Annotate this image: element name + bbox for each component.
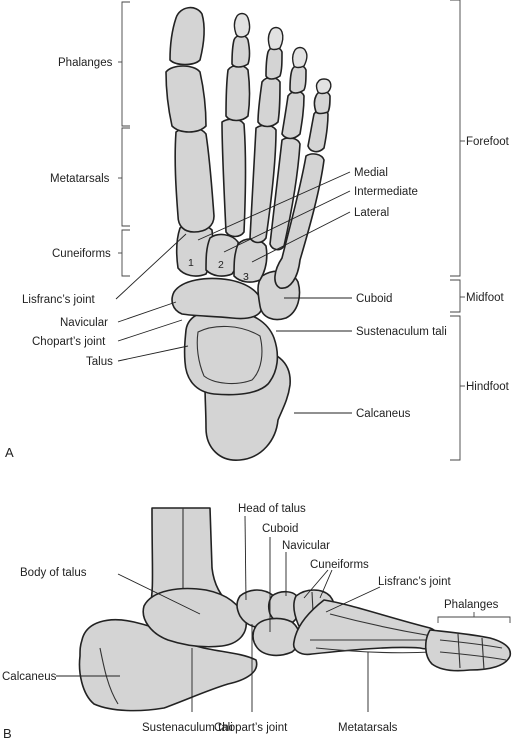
label-talus: Talus [86, 356, 113, 368]
label-head-of-talus: Head of talus [238, 503, 306, 515]
label-calcaneus-b: Calcaneus [2, 671, 57, 683]
leader-talus-a [117, 345, 189, 362]
label-metatarsals-b: Metatarsals [338, 722, 398, 734]
label-cuneiforms-b: Cuneiforms [310, 559, 369, 571]
label-metatarsals: Metatarsals [50, 173, 110, 185]
label-forefoot: Forefoot [466, 136, 510, 148]
middle-phalanx-2-bone [231, 34, 251, 68]
middle-phalanx-3-bone [265, 46, 283, 80]
distal-phalanx-4-bone [291, 46, 308, 69]
proximal-phalanx-4-bone [281, 90, 305, 140]
panel-label-b: B [3, 726, 12, 741]
navicular-bone [171, 277, 263, 320]
panel-a-dorsal-foot: 1 2 3 Phalanges Metatarsals Cuneiforms L… [5, 0, 510, 461]
leader-lisfranc-a [115, 233, 187, 300]
label-lisfranc-joint: Lisfranc’s joint [22, 294, 95, 306]
proximal-phalanx-3-bone [257, 76, 281, 128]
leader-navicular-a [117, 301, 177, 323]
lateral-cuneiform-bone [233, 238, 268, 283]
leader-lateral [251, 211, 351, 263]
label-midfoot: Midfoot [466, 292, 505, 304]
metatarsal-1-bone [174, 126, 215, 233]
label-cuneiforms: Cuneiforms [52, 248, 111, 260]
label-cuboid: Cuboid [356, 293, 392, 305]
leader-chopart-a [117, 319, 183, 342]
talus-bone [183, 308, 279, 396]
proximal-phalanx-5-bone [307, 108, 329, 153]
cuboid-lateral-bone [252, 617, 301, 657]
proximal-phalanx-1-bone [165, 65, 207, 133]
midfoot-bracket [450, 279, 461, 313]
label-chopart-joint-b: Chopart’s joint [214, 722, 288, 734]
label-sustenaculum-tali: Sustenaculum tali [356, 326, 447, 338]
leader-head-of-talus [244, 515, 247, 601]
metatarsal-5-bone [274, 153, 325, 289]
panel-label-a: A [5, 445, 14, 460]
proximal-phalanx-2-bone [225, 64, 251, 122]
label-lateral: Lateral [354, 207, 389, 219]
label-cuboid-b: Cuboid [262, 523, 298, 535]
label-lisfranc-joint-b: Lisfranc’s joint [378, 576, 451, 588]
distal-phalanx-3-bone [267, 26, 284, 51]
cuneiform-number-2: 2 [218, 259, 224, 271]
panel-b-lateral-foot: Head of talus Cuboid Navicular Cuneiform… [2, 503, 512, 741]
phalanges-lateral-bone [424, 629, 512, 672]
label-navicular-b: Navicular [282, 540, 330, 552]
label-sustenaculum-tali-b: Sustenaculum tali [142, 722, 233, 734]
middle-phalanx-5-bone [313, 90, 331, 115]
forefoot-bracket [450, 0, 461, 277]
distal-phalanx-2-bone [233, 12, 251, 38]
label-medial: Medial [354, 167, 388, 179]
label-calcaneus: Calcaneus [356, 408, 411, 420]
calcaneus-detail-line [99, 647, 119, 705]
leader-body-of-talus [117, 573, 201, 615]
phalanges-bracket [121, 1, 130, 127]
leader-cuneiforms-b1 [303, 569, 329, 599]
distal-phalanx-5-bone [315, 78, 332, 95]
leader-lisfranc-b [325, 586, 381, 613]
metatarsal-3-bone [249, 124, 277, 244]
distal-phalanx-1-bone [169, 6, 205, 66]
label-phalanges: Phalanges [58, 57, 113, 69]
label-phalanges-b: Phalanges [444, 599, 499, 611]
label-intermediate: Intermediate [354, 186, 418, 198]
cuneiform-number-1: 1 [188, 257, 194, 269]
leader-cuneiforms-b2 [319, 569, 333, 599]
talus-dome-detail [196, 325, 263, 385]
metatarsals-lateral-bone [292, 599, 440, 656]
middle-phalanx-4-bone [289, 64, 307, 94]
leader-intermediate [223, 190, 351, 253]
metatarsals-bracket [121, 127, 130, 227]
label-chopart-joint: Chopart’s joint [32, 336, 106, 348]
metatarsal-2-bone [221, 118, 247, 238]
label-hindfoot: Hindfoot [466, 381, 510, 393]
hindfoot-bracket [450, 315, 461, 461]
cuneiform-number-3: 3 [243, 271, 249, 283]
leader-medial [197, 171, 351, 241]
phalanges-b-bracket [437, 616, 511, 623]
label-navicular: Navicular [60, 317, 108, 329]
label-body-of-talus: Body of talus [20, 567, 87, 579]
cuneiforms-bracket [121, 229, 130, 277]
talus-body-lateral-bone [142, 587, 247, 648]
